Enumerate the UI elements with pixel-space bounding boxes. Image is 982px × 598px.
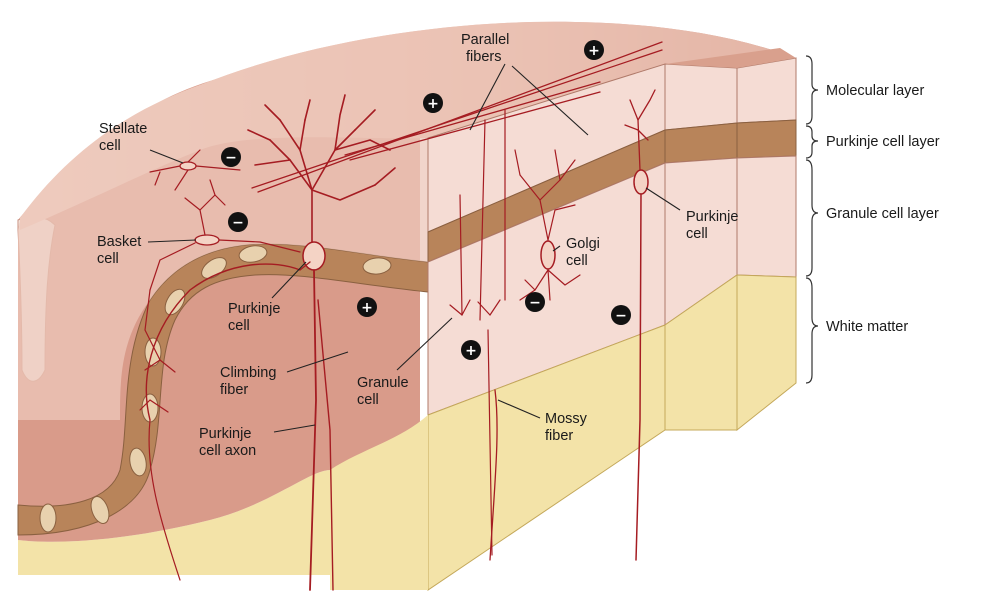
label-granule-cell-layer: Granule cell layer (826, 206, 939, 222)
svg-text:+: + (588, 43, 600, 59)
label-purkinje-axon-line2: cell axon (199, 443, 256, 459)
label-granule-line1: Granule (357, 375, 409, 391)
label-purkinje-left-line1: Purkinje (228, 301, 280, 317)
label-golgi-line2: cell (566, 253, 588, 269)
label-purkinje-cell-layer: Purkinje cell layer (826, 134, 940, 150)
label-purkinje-left-line2: cell (228, 318, 250, 334)
svg-text:+: + (427, 96, 439, 112)
svg-text:−: − (529, 295, 541, 311)
svg-text:−: − (232, 215, 244, 231)
label-parallel-fibers-line2: fibers (466, 49, 501, 65)
layer-braces (806, 56, 818, 383)
label-white-matter: White matter (826, 319, 908, 335)
plus-sign: + (357, 297, 377, 317)
svg-text:+: + (361, 300, 373, 316)
label-purkinje-right-line1: Purkinje (686, 209, 738, 225)
label-climbing-line2: fiber (220, 382, 248, 398)
svg-text:+: + (465, 343, 477, 359)
layer-labels: Molecular layer Purkinje cell layer Gran… (826, 83, 940, 335)
plus-sign: + (423, 93, 443, 113)
label-stellate-line1: Stellate (99, 121, 147, 137)
label-parallel-fibers-line1: Parallel (461, 32, 509, 48)
label-purkinje-right-line2: cell (686, 226, 708, 242)
label-climbing-line1: Climbing (220, 365, 276, 381)
label-mossy-line2: fiber (545, 428, 573, 444)
label-granule-line2: cell (357, 392, 379, 408)
plus-sign: + (584, 40, 604, 60)
minus-sign: − (228, 212, 248, 232)
label-basket-line1: Basket (97, 234, 141, 250)
minus-sign: − (525, 292, 545, 312)
label-stellate-line2: cell (99, 138, 121, 154)
label-mossy-line1: Mossy (545, 411, 588, 427)
minus-sign: − (611, 305, 631, 325)
label-purkinje-axon-line1: Purkinje (199, 426, 251, 442)
label-molecular-layer: Molecular layer (826, 83, 924, 99)
label-basket-line2: cell (97, 251, 119, 267)
plus-sign: + (461, 340, 481, 360)
minus-sign: − (221, 147, 241, 167)
svg-text:−: − (225, 150, 237, 166)
svg-text:−: − (615, 308, 627, 324)
label-golgi-line1: Golgi (566, 236, 600, 252)
